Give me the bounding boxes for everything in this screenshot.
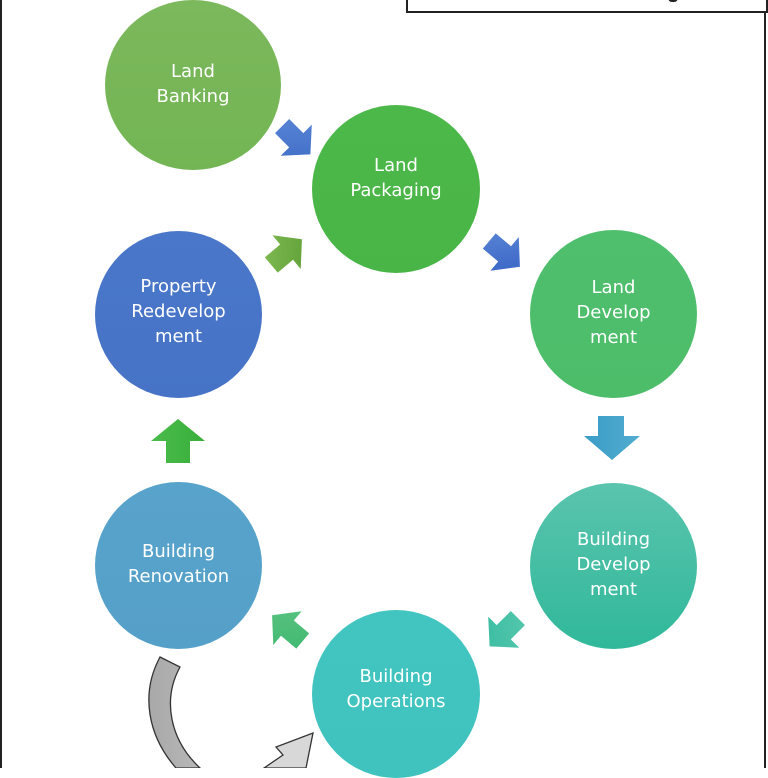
- node-label: Building Operations: [346, 666, 446, 712]
- node-building-renovation: Building Renovation: [95, 482, 262, 649]
- node-label: Building Renovation: [127, 540, 230, 587]
- node-label: Building Develop ment: [576, 528, 651, 600]
- node-label: Land Banking: [156, 61, 230, 107]
- node-label: Property Redevelop ment: [131, 276, 226, 347]
- title-box: [406, 0, 768, 13]
- title-glyph-fragment: [668, 0, 678, 2]
- node-building-development: Building Develop ment: [530, 483, 697, 649]
- arrow-banking-to-packaging: [275, 119, 312, 156]
- frame-right-border: [764, 10, 766, 768]
- node-property-redevelopment: Property Redevelop ment: [95, 231, 262, 398]
- node-label: Land Packaging: [350, 155, 442, 201]
- arrow-renovation-to-redevelopment: [151, 419, 205, 463]
- frame-left-border: [0, 0, 2, 768]
- arrow-operations-to-renovation: [272, 611, 310, 649]
- arrow-building-development-to-operations: [488, 611, 525, 648]
- node-land-development: Land Develop ment: [530, 230, 697, 398]
- curved-loop-arrow: [148, 656, 314, 768]
- node-land-packaging: Land Packaging: [312, 105, 480, 273]
- node-land-banking: Land Banking: [105, 0, 281, 170]
- arrow-redevelopment-to-packaging: [264, 235, 302, 273]
- node-label: Land Develop ment: [576, 276, 651, 348]
- node-building-operations: Building Operations: [312, 610, 480, 778]
- arrow-packaging-to-development: [482, 233, 520, 271]
- arrow-development-to-building-development: [584, 416, 640, 460]
